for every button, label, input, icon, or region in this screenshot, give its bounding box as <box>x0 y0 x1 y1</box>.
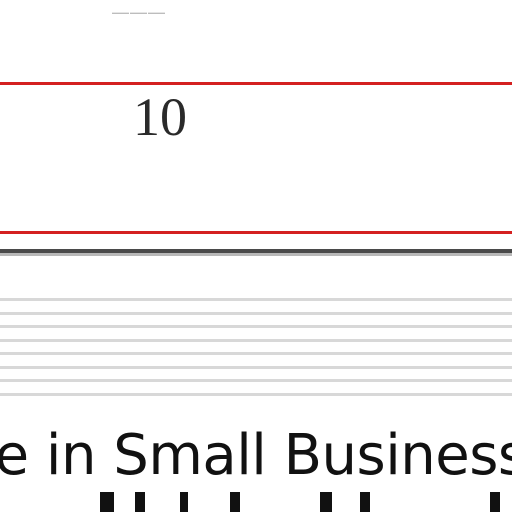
ruled-line <box>0 325 512 328</box>
table-cell-value: 10 <box>133 87 187 147</box>
glyph-fragment <box>180 492 188 512</box>
caption-text: se in Small Business <box>0 423 512 488</box>
glyph-fragment <box>230 492 240 512</box>
table-row-border-bottom <box>0 231 512 234</box>
glyph-fragment <box>135 492 145 512</box>
ruled-line <box>0 366 512 369</box>
glyph-fragment <box>320 492 332 512</box>
glyph-fragment <box>490 492 500 512</box>
ruled-line <box>0 352 512 355</box>
ruled-line <box>0 393 512 396</box>
ruled-line <box>0 339 512 342</box>
table-bottom-rule-shadow <box>0 253 512 256</box>
glyph-fragment <box>360 492 370 512</box>
ruled-line <box>0 379 512 382</box>
ruled-line <box>0 298 512 301</box>
caption-next-line-clipped <box>0 492 512 512</box>
table-bottom-rule <box>0 249 512 253</box>
clipped-header-text: ___ <box>112 0 166 12</box>
table-row-border-top <box>0 82 512 85</box>
glyph-fragment <box>100 492 114 512</box>
ruled-line <box>0 312 512 315</box>
